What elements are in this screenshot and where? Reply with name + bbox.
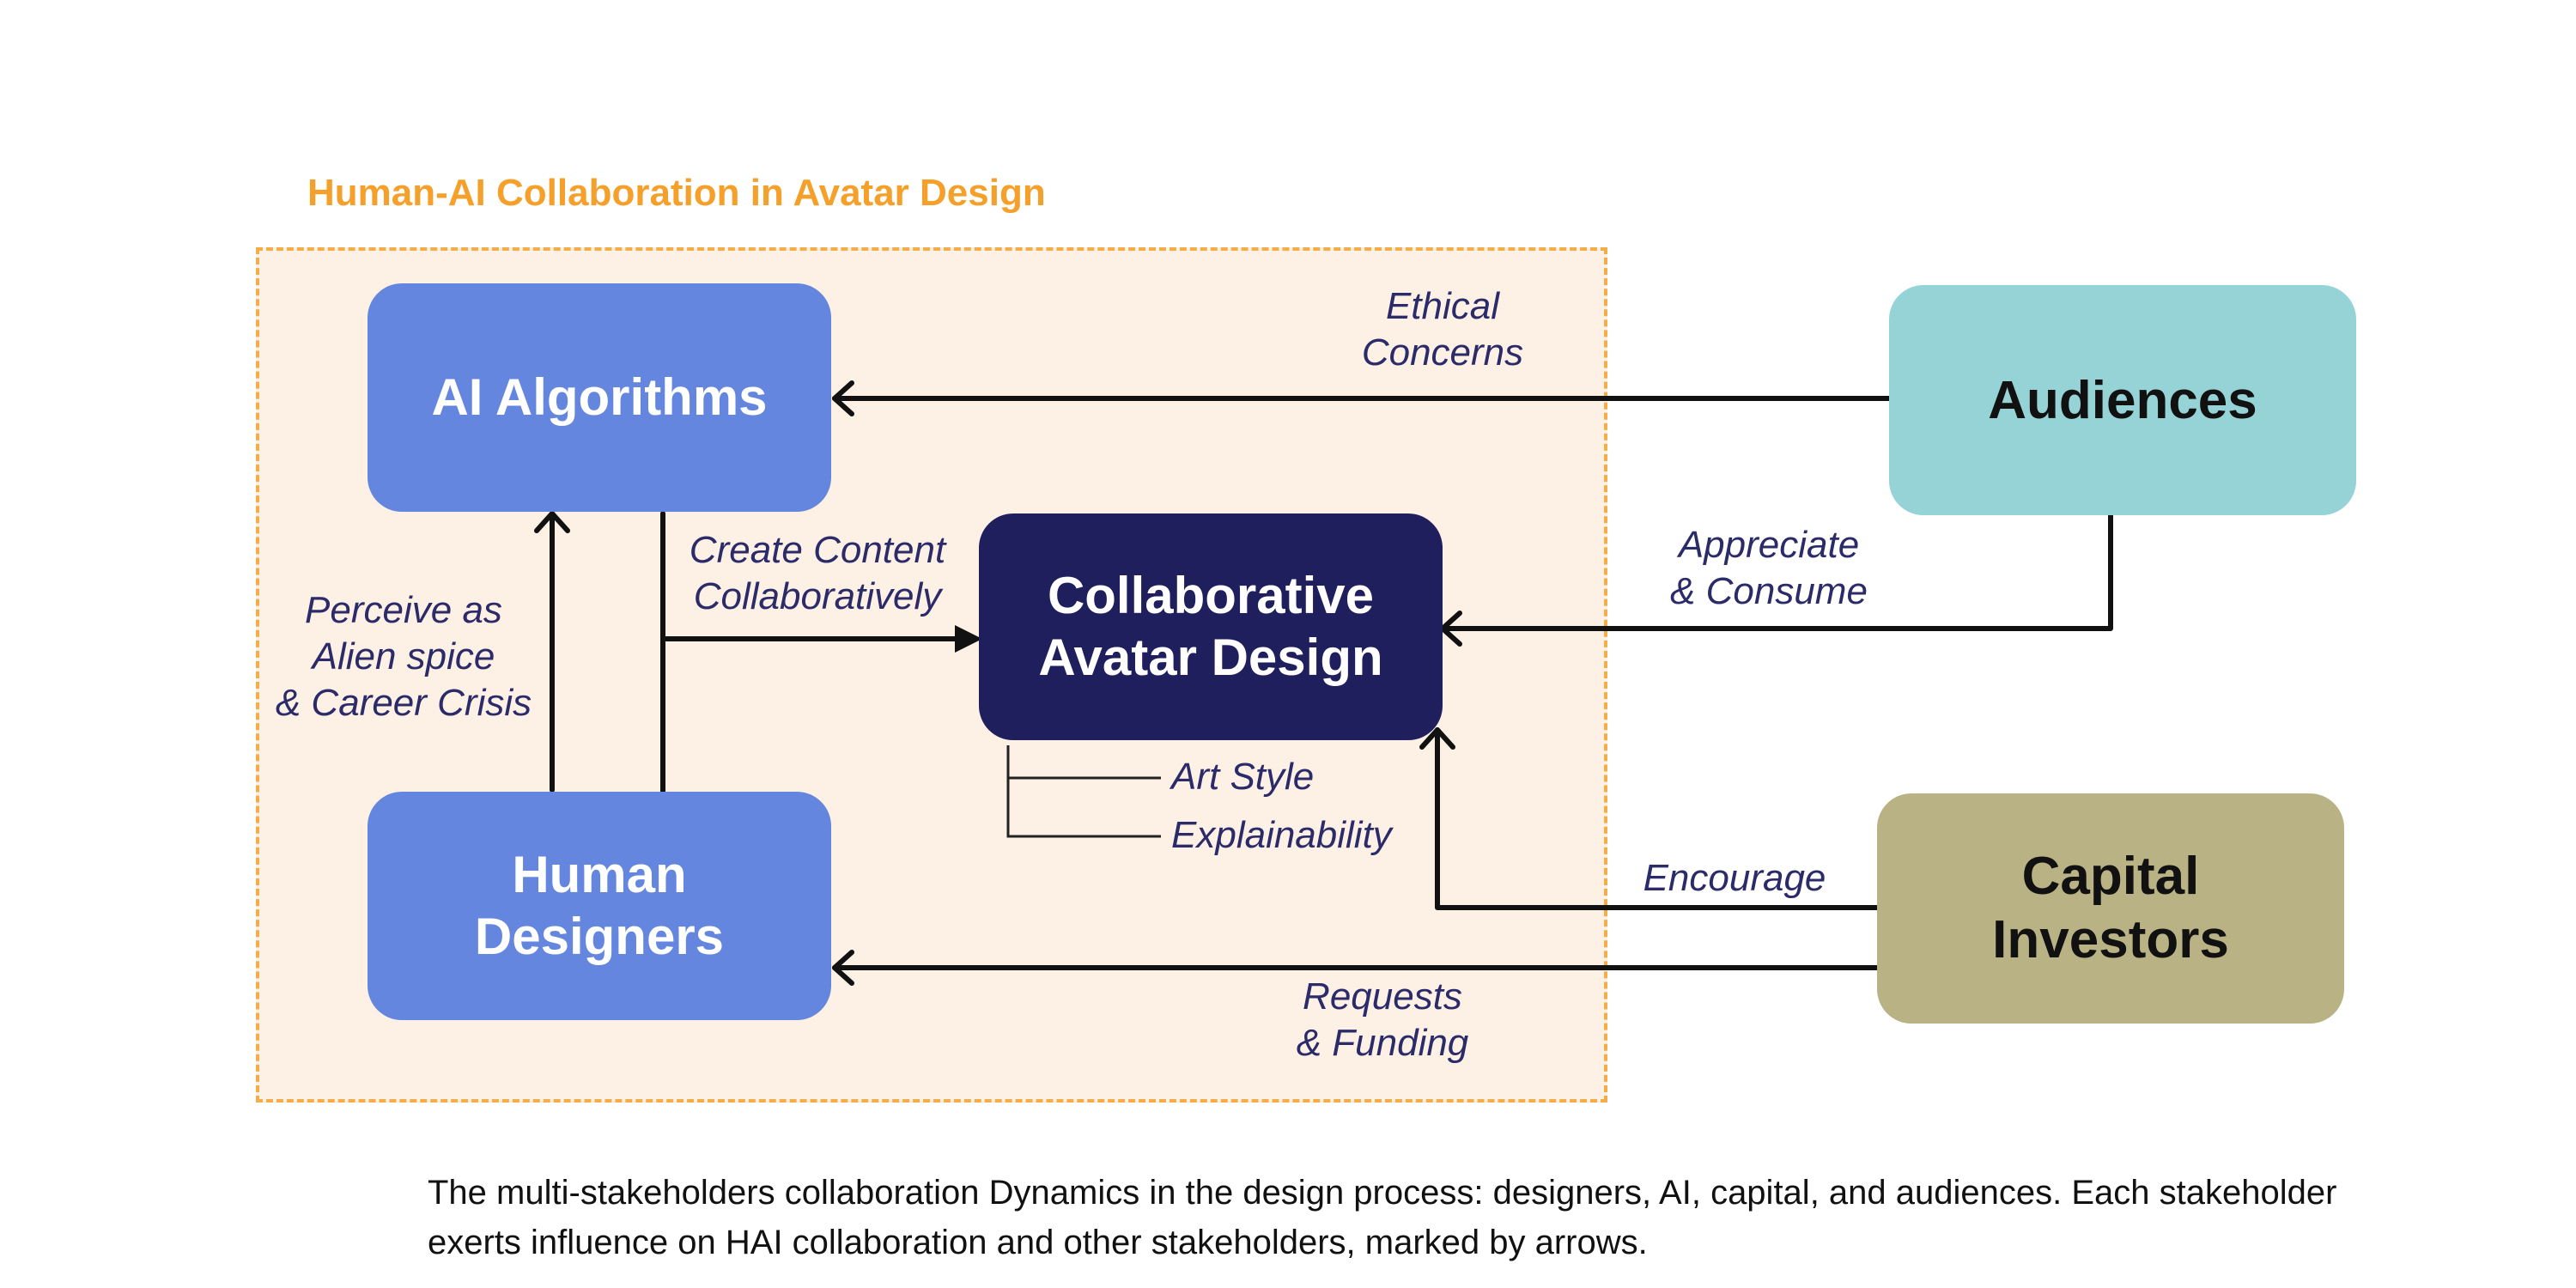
arrowhead-capital-to-collab <box>1419 727 1455 750</box>
arrowhead-human-to-ai <box>534 511 570 533</box>
label-ethical-concerns: Ethical Concerns <box>1361 285 1524 374</box>
label-art-style: Art Style <box>1171 756 1315 798</box>
label-appreciate-consume: Appreciate & Consume <box>1670 524 1868 612</box>
figure-caption: The multi-stakeholders collaboration Dyn… <box>428 1174 2337 1261</box>
arrow-audiences-to-collab <box>1440 513 2113 631</box>
ai-algorithms-node: AI Algorithms <box>368 283 831 512</box>
label-requests-funding: Requests & Funding <box>1296 975 1469 1064</box>
collaborative-avatar-design-node: Collaborative Avatar Design <box>979 513 1443 740</box>
arrowhead-audiences-to-collab <box>1440 611 1462 647</box>
frame-title: Human-AI Collaboration in Avatar Design <box>307 172 1046 214</box>
arrow-capital-to-collab <box>1435 727 1880 910</box>
label-explainability: Explainability <box>1171 814 1392 856</box>
label-perceive-alien: Perceive as Alien spice & Career Crisis <box>275 589 532 724</box>
label-create-content: Create Content Collaboratively <box>689 529 946 617</box>
label-encourage: Encourage <box>1643 857 1826 899</box>
arrowhead-create-content <box>955 625 982 653</box>
audiences-node: Audiences <box>1889 285 2356 515</box>
arrowhead-capital-to-human <box>832 950 854 986</box>
arrowhead-audiences-to-ai <box>832 380 854 416</box>
human-designers-node: Human Designers <box>368 792 831 1020</box>
attribute-bracket <box>1006 745 1161 838</box>
capital-investors-node: Capital Investors <box>1877 793 2344 1024</box>
